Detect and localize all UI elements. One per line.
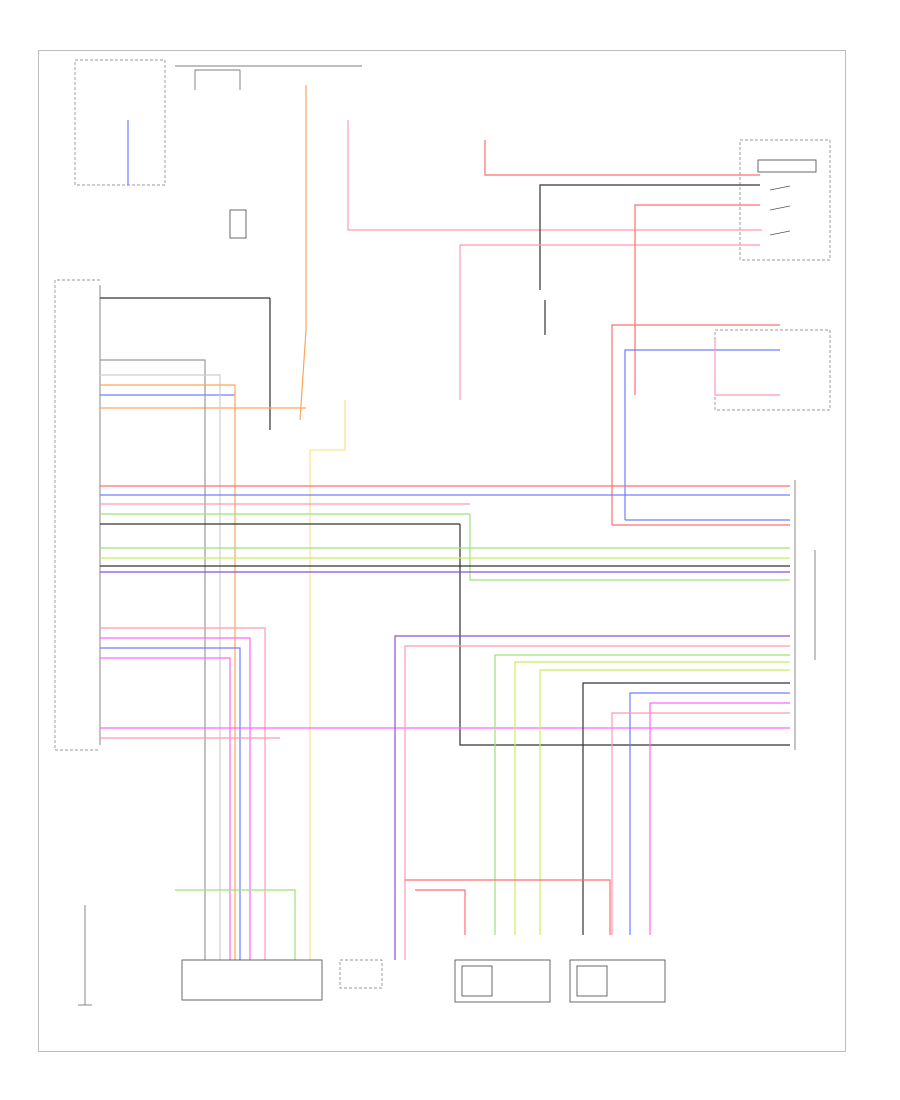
wire-magenta-drop [649, 702, 790, 935]
bottom-connectors [181, 959, 666, 1003]
left-control-module [54, 279, 101, 751]
wire-green-bus-turn [469, 514, 790, 581]
wire-blue-drop [629, 692, 790, 935]
right-connector-rail [794, 480, 816, 750]
wire-harness [100, 85, 790, 960]
wire-red-bottom [405, 879, 611, 935]
right-switch-block [739, 139, 831, 261]
wire-red-right [634, 204, 760, 395]
connector-1-body [181, 959, 323, 1001]
wire-green-drop [494, 654, 790, 935]
wire-ltgray-drop [100, 374, 221, 960]
right-sensor-block [714, 329, 831, 411]
wire-pink-sensor [714, 340, 780, 396]
wire-orange-drop [100, 384, 236, 960]
connector-3-inner [461, 965, 493, 997]
relay-loop [194, 69, 241, 90]
wire-lime-drop-2 [539, 669, 790, 935]
sensor-block-outline [714, 329, 831, 411]
wire-purple-drop [394, 635, 790, 960]
wire-pink-top [347, 120, 762, 231]
relay-component [229, 209, 247, 239]
switch-contacts [769, 185, 791, 236]
wire-pink-mid [459, 244, 760, 400]
wire-red-switch [484, 140, 760, 176]
fuse-box-outline [74, 59, 166, 186]
wire-yellow-drop [309, 400, 346, 960]
wire-magenta-low-2 [100, 657, 231, 960]
top-fuse-area [74, 59, 362, 239]
wire-red-sensor [611, 324, 780, 525]
switch-header [757, 159, 817, 173]
ground-symbol [78, 905, 92, 1006]
connector-3-body [454, 959, 551, 1003]
wire-pink-drop [404, 645, 790, 960]
wire-black-drop [582, 682, 790, 935]
wire-red-bottom-2 [415, 889, 466, 935]
wire-orange-main [299, 85, 307, 421]
connector-4-body [569, 959, 666, 1003]
wire-black-bus-turn [459, 524, 790, 746]
wire-blue-sensor [624, 349, 780, 520]
control-module-outline [54, 279, 100, 751]
switch-block-outline [739, 139, 831, 261]
wire-green-bottom [175, 889, 296, 960]
diagram-frame [38, 50, 846, 1052]
wire-black-switch [539, 184, 760, 290]
wire-blue-low [100, 647, 241, 960]
wire-pink-low [100, 627, 266, 960]
wire-pink-drop-2 [611, 712, 790, 935]
connector-4-inner [576, 965, 608, 997]
wire-magenta-low [100, 637, 251, 960]
connector-2-body [339, 959, 383, 989]
wire-gray-drop [100, 359, 206, 960]
wire-lime-drop [514, 661, 790, 935]
